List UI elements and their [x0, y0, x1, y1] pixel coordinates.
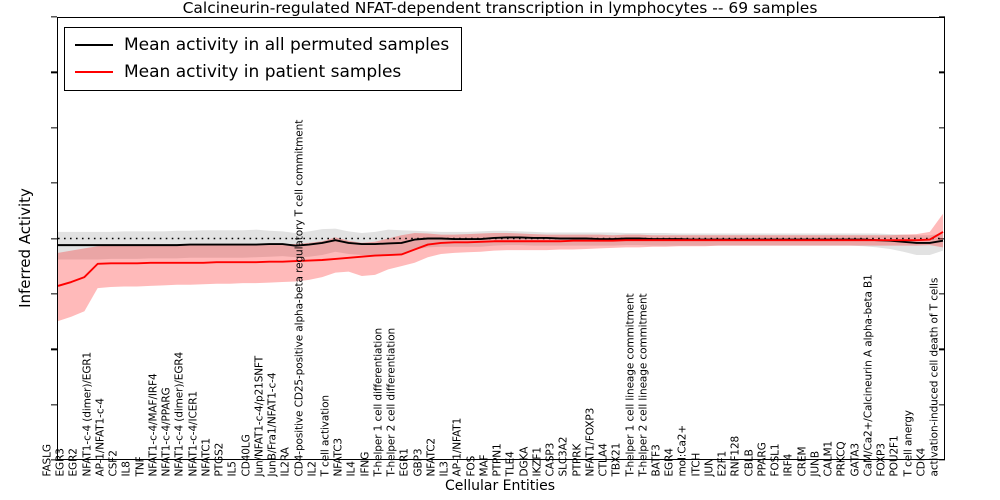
- y-tick-mark: [51, 403, 57, 406]
- chart-title: Calcineurin-regulated NFAT-dependent tra…: [182, 0, 818, 17]
- x-axis-label: Cellular Entities: [444, 478, 556, 494]
- legend-label-patient: Mean activity in patient samples: [124, 62, 402, 82]
- x-tick-label: IL2: [306, 460, 319, 476]
- x-tick-label: IL5: [226, 460, 239, 476]
- y-tick-mark: [51, 71, 57, 74]
- y-axis-label: Inferred Activity: [16, 188, 34, 308]
- y-tick-mark: [939, 348, 945, 350]
- y-tick-mark: [51, 293, 57, 295]
- legend-item: Mean activity in patient samples: [75, 62, 449, 82]
- legend-line-swatch-permuted: [75, 44, 113, 46]
- y-tick-mark: [939, 127, 945, 129]
- y-tick-mark: [51, 237, 57, 240]
- patient-mean-line: [58, 231, 944, 287]
- chart-legend[interactable]: Mean activity in all permuted samples Me…: [64, 27, 463, 91]
- legend-item: Mean activity in all permuted samples: [75, 35, 449, 55]
- y-tick-mark: [51, 459, 57, 461]
- x-tick-label: IL4: [345, 460, 358, 476]
- x-tick-label: JUN: [703, 457, 716, 476]
- patient-confidence-band: [58, 213, 944, 322]
- y-tick-mark: [51, 127, 57, 129]
- y-tick-mark: [939, 71, 945, 74]
- y-tick-mark: [51, 182, 57, 184]
- plot-area: [57, 17, 945, 460]
- y-tick-mark: [939, 293, 945, 295]
- legend-line-swatch-patient: [75, 71, 113, 73]
- permuted-confidence-band: [58, 228, 944, 260]
- plot-canvas: [58, 213, 944, 322]
- y-tick-mark: [51, 16, 57, 18]
- y-tick-mark: [939, 459, 945, 461]
- y-tick-mark: [51, 348, 57, 350]
- legend-label-permuted: Mean activity in all permuted samples: [124, 35, 450, 55]
- y-tick-mark: [939, 182, 945, 184]
- x-tick-label: IL8: [120, 460, 133, 476]
- x-tick-label: IL3: [438, 460, 451, 476]
- y-tick-mark: [939, 403, 945, 406]
- y-tick-mark: [939, 237, 945, 240]
